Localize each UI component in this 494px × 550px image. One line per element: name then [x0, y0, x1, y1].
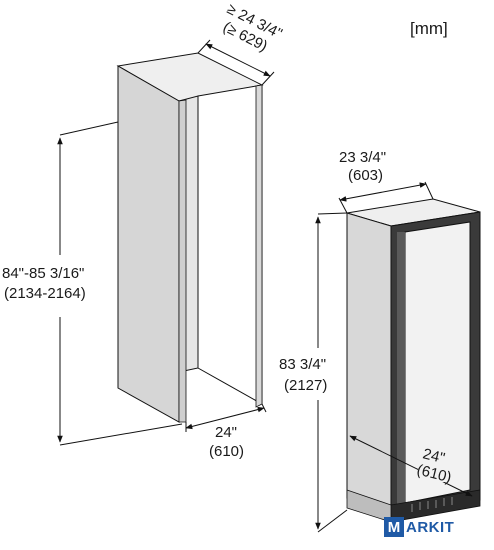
appliance-width-label-bg	[418, 442, 452, 482]
niche-width-in: 24"	[215, 424, 237, 441]
appliance-width-arrow	[349, 435, 473, 497]
niche-left-panel	[117, 65, 180, 423]
appliance-depth-dimension: 23 3/4" (603)	[338, 149, 434, 214]
appliance-height-mm: (2127)	[284, 377, 327, 394]
markit-watermark: M ARKIT	[384, 517, 464, 537]
appliance-side	[346, 212, 392, 519]
appliance-height-dimension: 83 3/4" (2127)	[272, 212, 348, 533]
niche-width-mm: (610)	[209, 443, 244, 460]
niche-front-edge	[178, 99, 187, 423]
wine-cooler-appliance	[346, 198, 481, 523]
niche-width-dimension: 24" (610)	[185, 403, 267, 460]
kickplate-vents	[411, 497, 453, 512]
niche-cabinet	[116, 52, 264, 423]
niche-width-arrow	[185, 406, 265, 430]
appliance-door-hinge-strip	[397, 232, 405, 505]
appliance-width-in: 24"	[421, 445, 446, 467]
niche-opening	[197, 84, 263, 405]
niche-height-in: 84"-85 3/16"	[2, 265, 84, 282]
appliance-depth-mm: (603)	[348, 167, 383, 184]
appliance-depth-in: 23 3/4"	[339, 149, 386, 166]
niche-right-panel	[255, 84, 263, 408]
niche-height-label-bg	[2, 255, 112, 317]
units-label: [mm]	[410, 19, 448, 38]
watermark-text: ARKIT	[406, 518, 455, 536]
niche-height-dimension: 84"-85 3/16" (2134-2164)	[2, 121, 183, 446]
niche-height-mm: (2134-2164)	[4, 285, 86, 302]
niche-depth-arrow	[205, 43, 271, 77]
appliance-height-label-bg	[272, 348, 344, 400]
watermark-letter: M	[384, 517, 404, 537]
appliance-height-in: 83 3/4"	[279, 356, 326, 373]
appliance-depth-arrow	[339, 182, 427, 202]
